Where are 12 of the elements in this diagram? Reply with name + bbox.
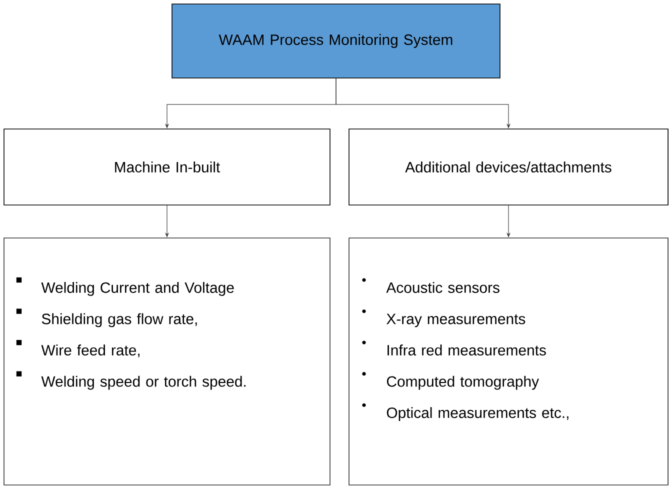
- list-item: Infra red measurements: [388, 344, 546, 356]
- list-item: Acoustic sensors: [386, 282, 500, 293]
- list-item: Welding speed or torch speed.: [41, 376, 246, 390]
- list-item: Computed tomography: [386, 376, 539, 390]
- category-box: Machine In-built: [4, 128, 330, 206]
- title-box: WAAM Process Monitoring System: [172, 4, 500, 78]
- list-item: Welding Current and Voltage: [41, 282, 234, 296]
- list-item: Shielding gas flow rate,: [42, 313, 197, 328]
- category-box: Additional devices/attachments: [348, 128, 668, 206]
- list-item: Optical measurements etc.,: [386, 407, 568, 422]
- list-item: Wire feed rate,: [41, 344, 140, 358]
- list-item: X-ray measurements: [386, 314, 526, 328]
